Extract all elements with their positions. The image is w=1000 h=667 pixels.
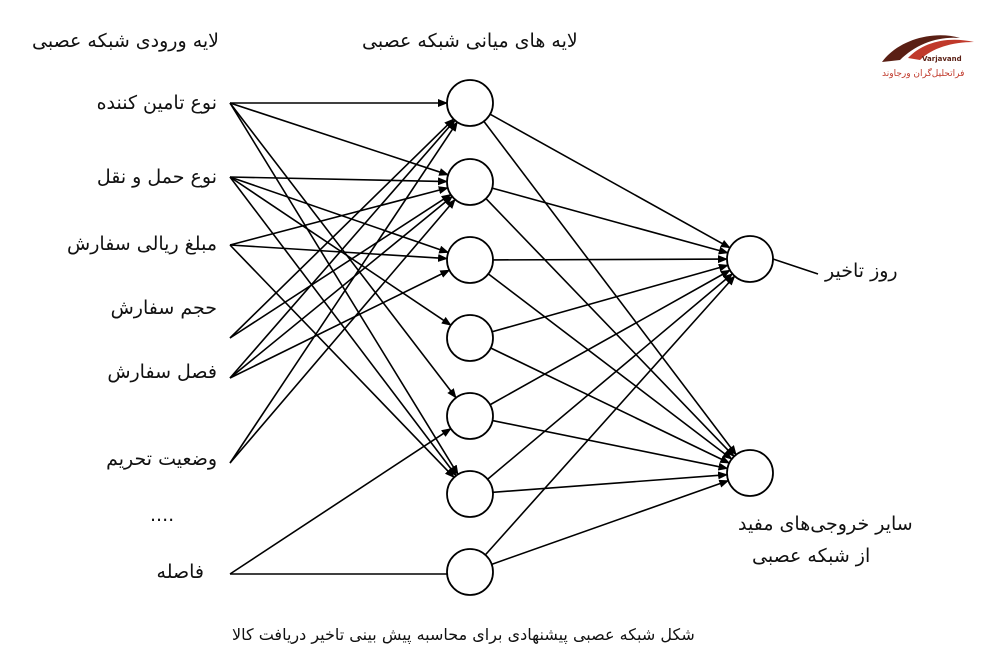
edge-input-4-hidden-1 (229, 195, 453, 379)
edge-input-4-hidden-2 (229, 269, 451, 379)
edge-hidden-4-output-0 (489, 269, 731, 406)
edge-input-1-hidden-1 (229, 176, 449, 186)
logo-sub-text: فراتحلیل‌گران ورجاوند (882, 69, 965, 79)
edge-input-2-hidden-1 (229, 186, 449, 246)
hidden-neuron-6 (446, 470, 494, 518)
output-label-delay-days: روز تاخیر (825, 260, 898, 282)
logo-brand-text: Varjavand (922, 55, 962, 63)
edge-input-1-hidden-2 (229, 176, 450, 254)
company-logo: Varjavand فراتحلیل‌گران ورجاوند (878, 28, 978, 88)
edge-hidden-3-output-0 (491, 263, 729, 333)
input-label-ellipsis: .... (150, 504, 175, 526)
edge-input-5-hidden-0 (229, 121, 458, 464)
edge-hidden-4-output-1 (492, 419, 729, 471)
input-label-sanction-status: وضعیت تحریم (106, 448, 217, 470)
edge-input-3-hidden-1 (229, 193, 452, 339)
hidden-neuron-7 (446, 548, 494, 596)
edge-input-2-hidden-2 (229, 244, 449, 262)
output-label-other-outputs-1: سایر خروجی‌های مفید (738, 513, 913, 535)
input-label-transport-type: نوع حمل و نقل (96, 166, 217, 188)
input-label-distance: فاصله (156, 561, 204, 583)
edge-hidden-1-output-0 (491, 187, 729, 255)
edge-hidden-6-output-1 (491, 479, 730, 566)
edge-input-0-hidden-4 (229, 102, 457, 399)
hidden-neuron-1 (446, 79, 494, 127)
edge-input-6-hidden-4 (229, 427, 452, 575)
edge-input-4-hidden-0 (229, 119, 456, 379)
hidden-neuron-5 (446, 392, 494, 440)
edge-hidden-1-output-1 (485, 198, 735, 458)
edge-input-5-hidden-1 (229, 198, 456, 464)
edge-hidden-6-output-0 (484, 275, 736, 556)
hidden-neuron-4 (446, 314, 494, 362)
edge-hidden-0-output-0 (489, 113, 731, 249)
figure-caption: شکل شبکه عصبی پیشنهادی برای محاسبه پیش ب… (232, 625, 695, 644)
hidden-neuron-3 (446, 236, 494, 284)
input-label-order-volume: حجم سفارش (110, 297, 217, 319)
edge-hidden-3-output-1 (490, 347, 731, 464)
output-neuron-1 (726, 235, 774, 283)
edge-output-delay-lead (772, 258, 819, 275)
edge-hidden-0-output-1 (483, 120, 737, 456)
edge-input-1-hidden-5 (229, 176, 457, 477)
hidden-layer-title: لایه های میانی شبکه عصبی (362, 30, 578, 52)
input-layer-title: لایه ورودی شبکه عصبی (32, 30, 220, 52)
edge-input-2-hidden-5 (229, 244, 455, 479)
hidden-neuron-2 (446, 158, 494, 206)
logo-swoosh-icon (882, 35, 974, 62)
edge-hidden-2-output-0 (492, 255, 729, 264)
input-label-supplier-type: نوع تامین کننده (96, 92, 217, 114)
output-neuron-2 (726, 449, 774, 497)
connections (229, 99, 819, 575)
edge-hidden-5-output-1 (492, 471, 729, 494)
input-label-order-season: فصل سفارش (107, 361, 217, 383)
edge-input-0-hidden-5 (229, 102, 459, 476)
edge-input-3-hidden-0 (229, 118, 455, 339)
edge-input-0-hidden-1 (229, 102, 450, 176)
edge-hidden-5-output-0 (487, 273, 734, 480)
edge-hidden-2-output-1 (487, 273, 733, 460)
output-label-other-outputs-2: از شبکه عصبی (752, 545, 871, 567)
input-label-order-amount: مبلغ ریالی سفارش (67, 233, 217, 255)
neurons (446, 79, 774, 596)
